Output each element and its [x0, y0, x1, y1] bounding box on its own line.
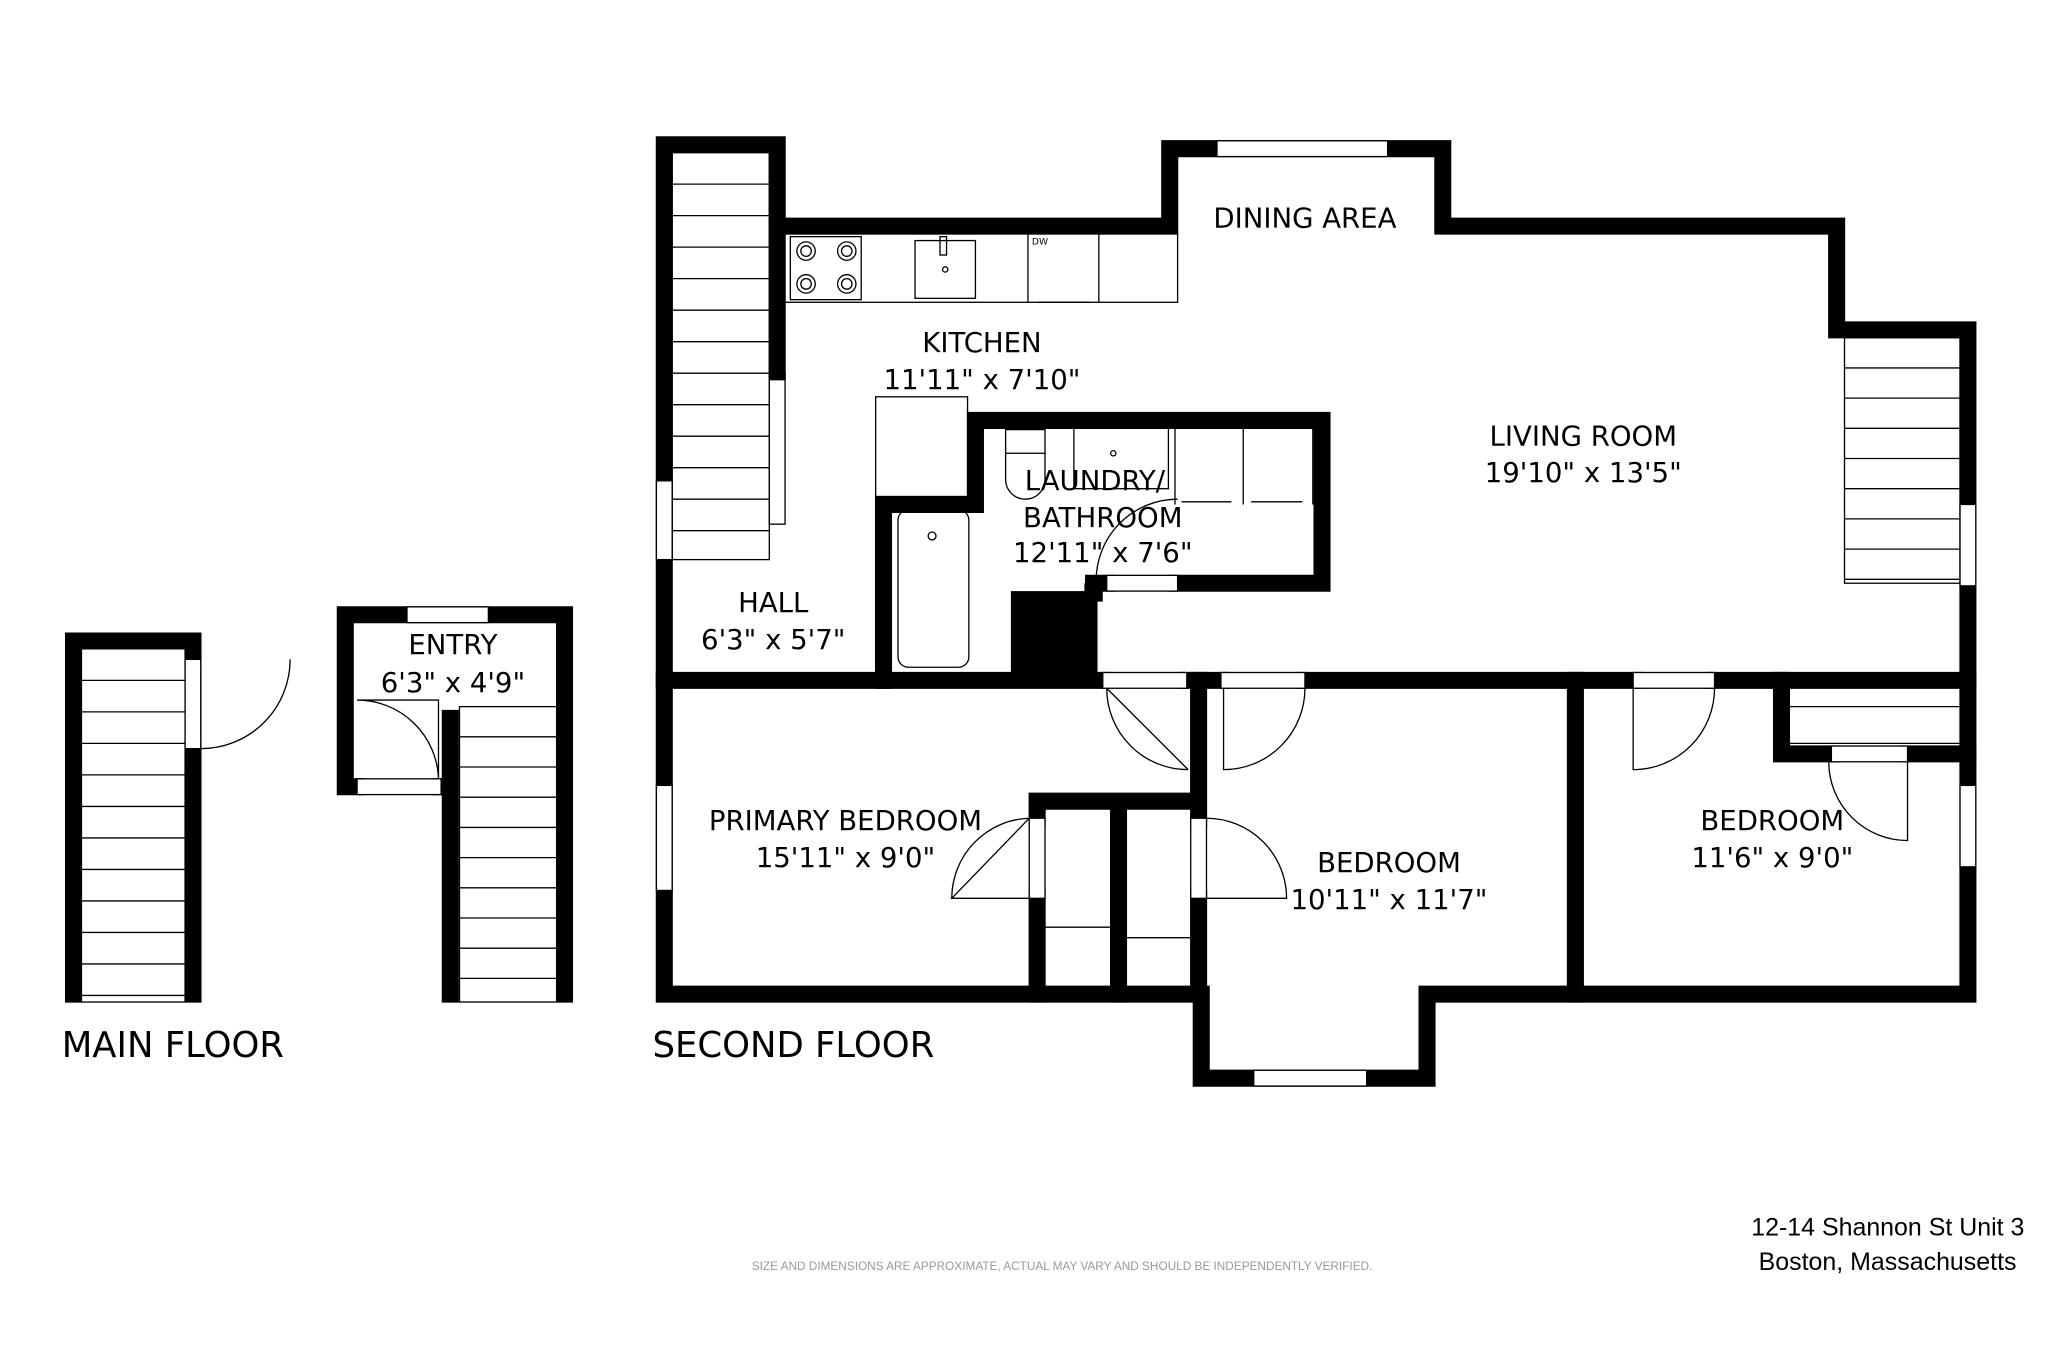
stair-outline [80, 648, 186, 1003]
dishwasher-label: DW [1032, 237, 1048, 248]
primary-bedroom-label: PRIMARY BEDROOM [709, 805, 982, 837]
bedroom-2-label: BEDROOM [1317, 847, 1461, 879]
main-floor-stair [64, 632, 291, 1003]
bathroom-label: BATHROOM [1023, 502, 1182, 534]
bedroom-2-size: 10'11" x 11'7" [1290, 884, 1487, 916]
kitchen-label: KITCHEN [922, 327, 1041, 359]
second-floor-title: SECOND FLOOR [652, 1025, 934, 1066]
dining-label: DINING AREA [1213, 202, 1396, 234]
living-label: LIVING ROOM [1490, 420, 1677, 452]
door-swing [200, 659, 291, 750]
hall-label: HALL [738, 587, 809, 619]
second-floor: DW [655, 136, 1977, 1087]
main-floor-title: MAIN FLOOR [62, 1025, 284, 1066]
disclaimer: SIZE AND DIMENSIONS ARE APPROXIMATE, ACT… [752, 1259, 1373, 1273]
address-line-2: Boston, Massachusetts [1759, 1248, 2017, 1276]
entry-size: 6'3" x 4'9" [381, 667, 525, 699]
laundry-size: 12'11" x 7'6" [1013, 537, 1192, 569]
entry-area [336, 606, 574, 1003]
living-size: 19'10" x 13'5" [1485, 457, 1682, 489]
door-swings [950, 498, 1909, 899]
kitchen-size: 11'11" x 7'10" [883, 364, 1080, 396]
address-line-1: 12-14 Shannon St Unit 3 [1751, 1214, 2024, 1242]
stair-outline [1843, 337, 1961, 584]
bedroom-3-size: 11'6" x 9'0" [1691, 842, 1853, 874]
primary-bedroom-size: 15'11" x 9'0" [756, 842, 935, 874]
entry-label: ENTRY [408, 629, 497, 661]
laundry-label: LAUNDRY/ [1025, 465, 1166, 497]
stair-outline [458, 705, 558, 1003]
bedroom-3-label: BEDROOM [1700, 805, 1844, 837]
hall-size: 6'3" x 5'7" [701, 624, 845, 656]
